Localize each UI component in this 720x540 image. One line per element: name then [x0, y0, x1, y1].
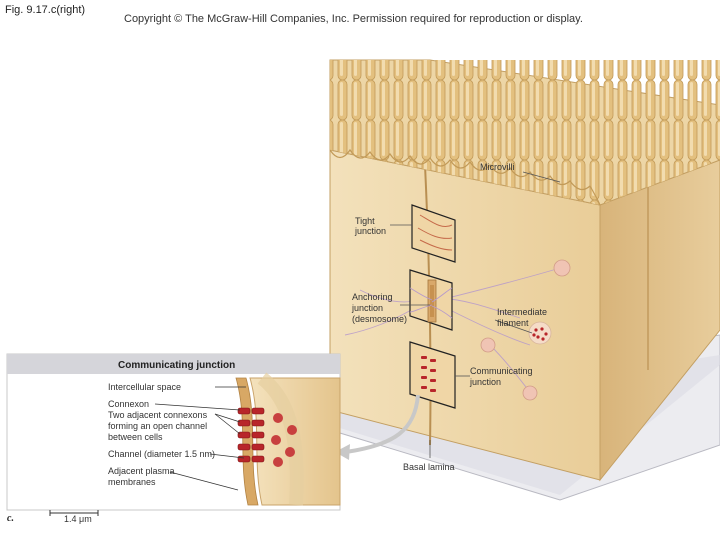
- desmosome-plaque: [480, 337, 496, 353]
- tight-junction-window: [411, 204, 456, 263]
- label-basal-lamina: Basal lamina: [403, 462, 455, 472]
- label-tight-junction-2: junction: [354, 226, 386, 236]
- inset-leader-lines: [154, 386, 246, 491]
- copyright-notice: Copyright © The McGraw-Hill Companies, I…: [124, 13, 583, 25]
- intercellular-gap: [235, 377, 259, 506]
- label-communicating-2: junction: [469, 377, 501, 387]
- scale-bar-label: 1.4 μm: [64, 514, 92, 524]
- inset-label-adjacent-connexons-2: forming an open channel: [108, 421, 207, 431]
- inset-label-plasma-membranes-1: Adjacent plasma: [108, 466, 175, 476]
- inset-label-adjacent-connexons-1: Two adjacent connexons: [108, 410, 208, 420]
- inset-label-adjacent-connexons-3: between cells: [108, 432, 163, 442]
- filament-cross-section: [528, 321, 552, 345]
- figure-label: Fig. 9.17.c(right): [5, 4, 86, 16]
- part-letter: c.: [7, 513, 14, 524]
- microvilli: [329, 60, 720, 206]
- inset-panel: Communicating junction Intercellul: [6, 353, 341, 511]
- inset-label-channel: Channel (diameter 1.5 nm): [108, 449, 215, 459]
- desmosome-plaque: [553, 259, 571, 277]
- leader-lines: [390, 171, 561, 458]
- label-anchoring-2: junction: [351, 303, 383, 313]
- label-anchoring-1: Anchoring: [352, 292, 393, 302]
- connexon-channels: [237, 407, 265, 463]
- communicating-junction-window: [409, 341, 456, 409]
- inset-label-plasma-membranes-2: membranes: [108, 477, 156, 487]
- desmosome-plaque: [522, 385, 538, 401]
- label-tight-junction-1: Tight: [355, 216, 375, 226]
- inset-label-intercellular-space: Intercellular space: [108, 382, 181, 392]
- anchoring-junction-window: [409, 269, 453, 331]
- label-anchoring-3: (desmosome): [352, 314, 407, 324]
- inset-title: Communicating junction: [118, 360, 235, 371]
- zoom-arrow: [335, 394, 420, 460]
- label-communicating-1: Communicating: [470, 366, 533, 376]
- connexon-face-view: [271, 413, 297, 467]
- label-microvilli: Microvilli: [480, 162, 515, 172]
- label-intermediate-2: filament: [497, 318, 529, 328]
- label-intermediate-1: Intermediate: [497, 307, 547, 317]
- inset-label-connexon: Connexon: [108, 399, 149, 409]
